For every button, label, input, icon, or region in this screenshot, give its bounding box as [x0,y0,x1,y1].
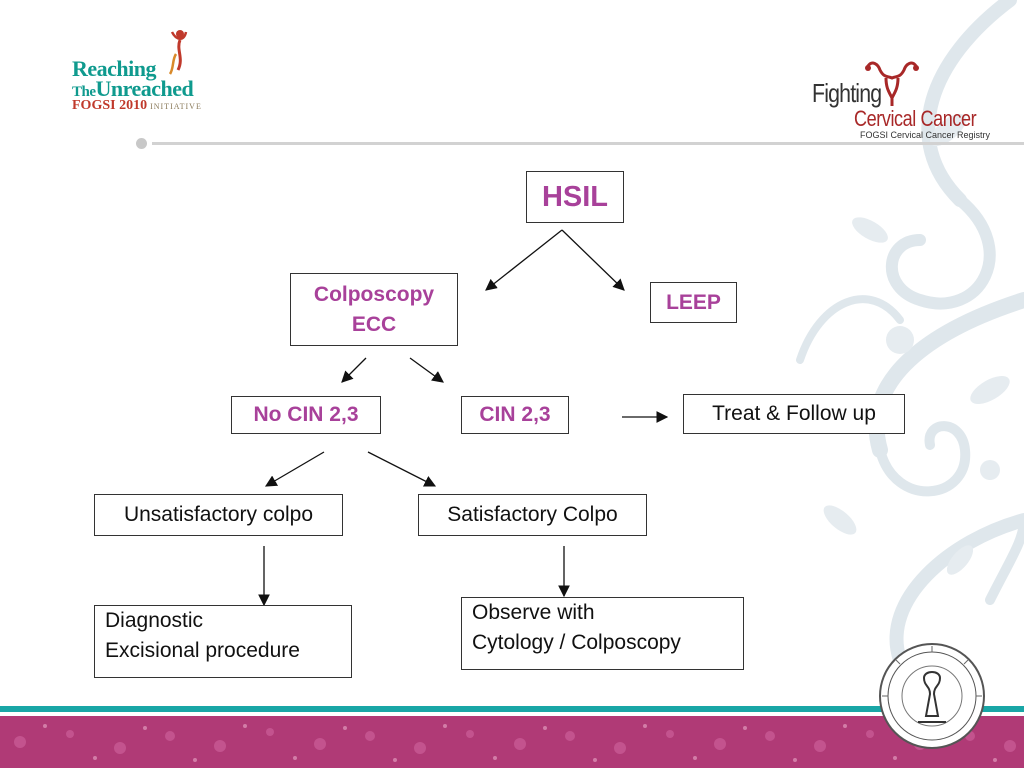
fighting-cervical-cancer-logo: Fighting Cervical Cancer FOGSI Cervical … [812,58,990,144]
node-observe: Observe with Cytology / Colposcopy [461,597,744,670]
node-satisfactory-label: Satisfactory Colpo [447,503,618,526]
node-hsil: HSIL [526,171,624,223]
footer-band [0,716,1024,768]
edge-nocin-unsatisfactory [264,451,325,487]
node-diagnostic-line2: Excisional procedure [105,639,300,662]
node-no-cin: No CIN 2,3 [231,396,381,434]
node-cin-label: CIN 2,3 [479,403,551,426]
logo-right-line2: Cervical Cancer [854,106,977,131]
logo-left-line2: TheUnreached [72,76,194,102]
node-colposcopy-line2: ECC [351,312,397,336]
node-no-cin-label: No CIN 2,3 [253,403,359,426]
node-diagnostic: Diagnostic Excisional procedure [94,605,352,678]
logo-left-fogsi: FOGSI 2010 [72,98,148,113]
logo-left-the: The [72,84,96,100]
node-leep-label: LEEP [666,290,721,314]
edge-nocin-satisfactory [367,451,437,487]
node-observe-line2: Cytology / Colposcopy [472,631,681,654]
edge-hsil-leep [561,229,625,291]
node-cin: CIN 2,3 [461,396,569,434]
footer-trim [0,706,1024,712]
edge-colposcopy-cin [409,357,444,383]
node-unsatisfactory-label: Unsatisfactory colpo [123,503,314,526]
node-hsil-label: HSIL [541,181,609,213]
logo-left-line1: Reaching [72,56,157,81]
node-observe-line1: Observe with [472,601,595,624]
logo-right-line1: Fighting [812,78,882,108]
footer-pattern [14,724,1016,762]
node-colposcopy-line1: Colposcopy [313,282,435,306]
node-diagnostic-line1: Diagnostic [105,609,204,632]
uterus-icon [865,61,919,106]
logo-left-unreached: Unreached [95,76,194,101]
edge-colposcopy-nocin [341,357,367,383]
node-satisfactory: Satisfactory Colpo [418,494,647,536]
node-leep: LEEP [650,282,737,323]
node-unsatisfactory: Unsatisfactory colpo [94,494,343,536]
logo-left-initiative: INITIATIVE [150,102,202,111]
figure-icon [168,30,188,75]
logo-right-line3: FOGSI Cervical Cancer Registry [860,130,991,140]
edge-hsil-colposcopy [485,229,563,291]
node-colposcopy: Colposcopy ECC [290,273,458,346]
fogsi-seal-icon [879,643,985,749]
header-rule-dot [136,138,147,149]
node-treat-label: Treat & Follow up [712,402,876,425]
node-treat: Treat & Follow up [683,394,905,434]
header-rule [152,142,1024,145]
